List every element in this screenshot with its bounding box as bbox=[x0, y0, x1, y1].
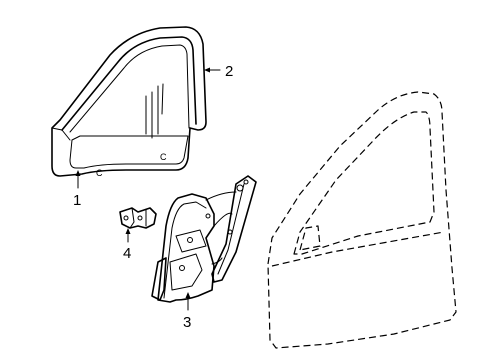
front-door-shell bbox=[267, 91, 457, 349]
regulator-panel bbox=[157, 193, 215, 303]
door-window-opening bbox=[293, 111, 435, 255]
callout-4: 4 bbox=[123, 228, 131, 262]
callout-label-4: 4 bbox=[123, 245, 131, 262]
regulator-cutout-1 bbox=[175, 229, 207, 253]
callout-2: 2 bbox=[204, 63, 233, 80]
callout-label-3: 3 bbox=[183, 314, 191, 331]
door-beltline bbox=[271, 231, 445, 267]
svg-text:C: C bbox=[96, 168, 103, 178]
glass-channel-inner bbox=[61, 36, 197, 131]
door-glass: C C bbox=[51, 26, 207, 178]
motor-body bbox=[119, 207, 157, 229]
regulator-cutout-2 bbox=[169, 253, 203, 291]
window-regulator bbox=[151, 175, 257, 303]
callout-1: 1 bbox=[73, 170, 81, 209]
regulator-cable bbox=[205, 191, 237, 201]
callout-3: 3 bbox=[183, 292, 191, 331]
glass-channel-inner-2 bbox=[69, 44, 190, 133]
regulator-rail bbox=[211, 175, 257, 283]
regulator-bracket bbox=[151, 257, 167, 301]
door-outer-outline bbox=[267, 91, 457, 349]
svg-text:C: C bbox=[160, 152, 167, 162]
glass-outer-edge bbox=[51, 26, 207, 177]
door-mirror-patch bbox=[299, 225, 321, 251]
callout-label-2: 2 bbox=[225, 63, 233, 80]
glass-pane bbox=[69, 135, 189, 169]
callout-label-1: 1 bbox=[73, 192, 81, 209]
regulator-motor bbox=[119, 207, 157, 229]
